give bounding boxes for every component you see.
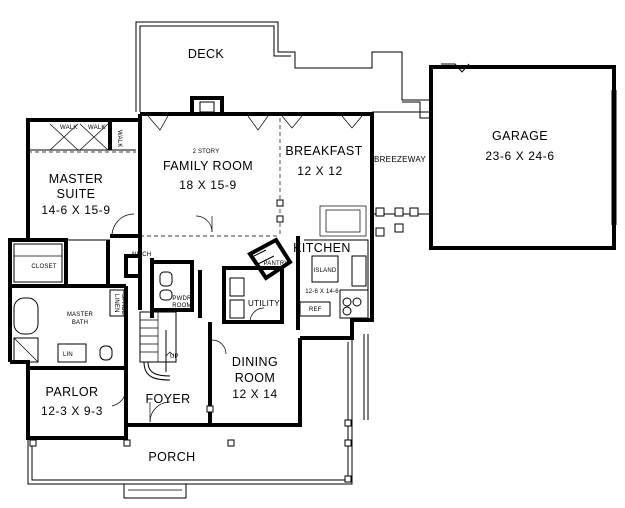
family-room-note: 2 STORY — [193, 149, 220, 155]
master-bath — [13, 240, 128, 370]
master-suite — [28, 120, 140, 241]
master-suite-dimensions: 14-6 X 15-9 — [41, 203, 110, 217]
island-label: ISLAND — [314, 268, 337, 274]
kitchen — [296, 236, 369, 330]
family-room-dimensions: 18 X 15-9 — [179, 178, 236, 192]
walk-label-1: WALK — [60, 125, 78, 131]
dining-room-dimensions: 12 X 14 — [232, 387, 278, 401]
powder-room-label-2: ROOM — [172, 303, 191, 309]
breakfast-dimensions: 12 X 12 — [297, 164, 343, 178]
porch — [27, 338, 353, 499]
master-bath-label-1: MASTER — [67, 312, 94, 318]
parlor-label: PARLOR — [46, 385, 99, 399]
parlor — [111, 368, 128, 438]
family-room — [140, 115, 284, 237]
porch-label: PORCH — [148, 450, 195, 464]
foyer — [149, 401, 171, 423]
pantry-label: PANTRY — [264, 261, 289, 267]
stairs-up-label: UP — [170, 354, 179, 360]
linen-closet-label: LIN — [63, 352, 73, 358]
kitchen-dimensions: 12-6 X 14-6 — [305, 289, 339, 295]
master-suite-label-1: MASTER — [49, 172, 104, 186]
utility-label: UTILITY — [248, 299, 280, 308]
master-suite-label-2: SUITE — [57, 187, 96, 201]
garage — [401, 63, 617, 250]
utility — [222, 266, 284, 324]
walk-label-3: WALK — [116, 130, 122, 148]
garage-label: GARAGE — [492, 129, 548, 143]
breakfast — [281, 115, 367, 237]
dining-room-label-2: ROOM — [235, 371, 276, 385]
kitchen-label: KITCHEN — [293, 241, 351, 255]
breezeway-label: BREEZEWAY — [374, 155, 426, 164]
niche-label: NITCH — [132, 252, 151, 258]
closet — [8, 238, 68, 288]
closet-label: CLOSET — [31, 264, 56, 270]
ref-label: REF — [309, 307, 322, 313]
family-room-label: FAMILY ROOM — [163, 159, 253, 173]
powder-room-label-1: PWDR — [172, 296, 192, 302]
garage-dimensions: 23-6 X 24-6 — [485, 149, 554, 163]
walk-label-2: WALK — [88, 125, 106, 131]
powder-room — [150, 260, 202, 318]
linen-space-label-1: LINEN — [113, 294, 119, 313]
master-bath-label-2: BATH — [72, 320, 88, 326]
breakfast-label: BREAKFAST — [285, 144, 362, 158]
breezeway — [372, 111, 431, 237]
dining-room — [206, 322, 369, 425]
parlor-dimensions: 12-3 X 9-3 — [41, 404, 103, 418]
deck — [135, 21, 403, 112]
linen-space-label-2: SPACE — [120, 294, 126, 315]
stairs — [139, 311, 177, 381]
dining-room-label-1: DINING — [232, 355, 278, 369]
room-labels: DECK GARAGE 23-6 X 24-6 BREAKFAST 12 X 1… — [31, 47, 554, 464]
deck-label: DECK — [188, 47, 225, 61]
foyer-label: FOYER — [145, 392, 190, 406]
